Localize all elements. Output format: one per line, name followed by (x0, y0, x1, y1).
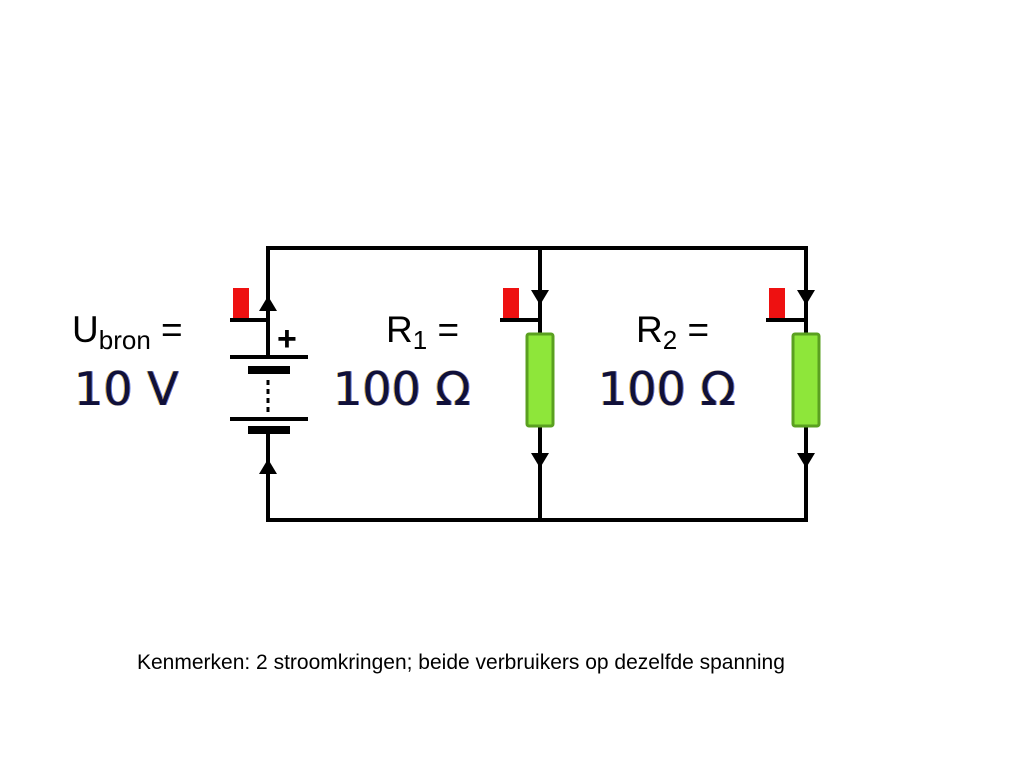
arrow-r1-bottom (531, 453, 549, 468)
source-voltage-label: Ubron = (72, 309, 183, 355)
arrow-r1-top (531, 290, 549, 305)
r2-value: 100 Ω (598, 362, 736, 416)
caption: Kenmerken: 2 stroomkringen; beide verbru… (137, 651, 785, 674)
arrow-r2-top (797, 290, 815, 305)
probe-r1 (503, 288, 519, 318)
resistor-r1 (525, 332, 555, 428)
arrow-source-bottom (259, 459, 277, 474)
r1-label: R1 = (386, 309, 460, 355)
probe-r2 (769, 288, 785, 318)
r1-value: 100 Ω (333, 362, 471, 416)
arrow-source-top (259, 296, 277, 311)
battery-symbol (230, 355, 308, 434)
battery-plus-sign: + (277, 320, 297, 358)
arrow-r2-bottom (797, 453, 815, 468)
r2-label: R2 = (636, 309, 710, 355)
source-voltage-value: 10 V (74, 362, 179, 416)
probe-source (233, 288, 249, 318)
resistor-r2 (791, 332, 821, 428)
